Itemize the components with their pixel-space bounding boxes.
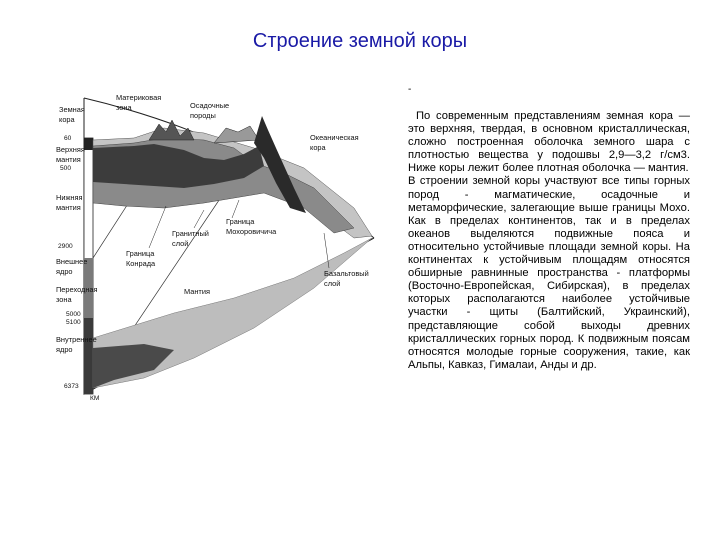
label-basalt-2: слой bbox=[324, 279, 340, 288]
label-conrad: Граница bbox=[126, 249, 155, 258]
label-continental-2: зона bbox=[116, 103, 132, 112]
deep-dark-wedge bbox=[93, 344, 174, 388]
label-basalt: Базальтовый bbox=[324, 269, 369, 278]
slide-title: Строение земной коры bbox=[252, 30, 468, 52]
depth-column-inner bbox=[84, 318, 93, 394]
leader-conrad bbox=[148, 205, 167, 249]
depth-5100: 5100 bbox=[66, 319, 81, 326]
leader-basalt bbox=[323, 232, 330, 269]
leader-granite bbox=[193, 209, 205, 229]
label-moho: Граница bbox=[226, 217, 255, 226]
sediment-mound bbox=[213, 125, 260, 144]
paragraph-2: В строении земной коры участвуют все тип… bbox=[408, 175, 690, 371]
leader-moho bbox=[231, 199, 240, 219]
mountain-peaks bbox=[148, 119, 195, 141]
depth-6373: 6373 bbox=[64, 383, 79, 390]
label-sediments: Осадочные bbox=[190, 101, 229, 110]
depth-unit: КМ bbox=[90, 395, 99, 402]
depth-500: 500 bbox=[60, 165, 71, 172]
label-outer-core-2: ядро bbox=[56, 267, 73, 276]
paragraph-1: По современным представлениям земная кор… bbox=[408, 110, 690, 175]
label-mantle: Мантия bbox=[184, 287, 210, 296]
label-inner-core: Внутреннее bbox=[56, 335, 97, 344]
label-transition: Переходная bbox=[56, 285, 98, 294]
label-lower-mantle: Нижняя bbox=[56, 193, 83, 202]
label-moho-2: Мохоровичича bbox=[226, 227, 277, 236]
volcanic-ridge bbox=[254, 116, 306, 213]
label-conrad-2: Конрада bbox=[126, 259, 156, 268]
label-outer-core: Внешнее bbox=[56, 257, 87, 266]
description-text: По современным представлениям земная кор… bbox=[408, 110, 690, 372]
label-upper-mantle-2: мантия bbox=[56, 155, 81, 164]
depth-5000: 5000 bbox=[66, 311, 81, 318]
label-granite-2: слой bbox=[172, 239, 188, 248]
dark-crust-layer bbox=[93, 144, 264, 188]
label-upper-mantle: Верхняя bbox=[56, 145, 85, 154]
depth-2900: 2900 bbox=[58, 243, 73, 250]
label-sediments-2: породы bbox=[190, 111, 216, 120]
label-upper-crust: Земная bbox=[59, 105, 85, 114]
label-transition-2: зона bbox=[56, 295, 72, 304]
label-upper-crust-2: кора bbox=[59, 115, 76, 124]
label-granite: Гранитный bbox=[172, 229, 209, 238]
label-oceanic: Океаническая bbox=[310, 133, 359, 142]
label-lower-mantle-2: мантия bbox=[56, 203, 81, 212]
depth-60: 60 bbox=[64, 135, 72, 142]
label-oceanic-2: кора bbox=[310, 143, 327, 152]
depth-column-crust bbox=[84, 138, 93, 150]
label-inner-core-2: ядро bbox=[56, 345, 73, 354]
earth-crust-diagram: Земная кора Верхняя мантия Нижняя мантия… bbox=[56, 93, 375, 402]
stray-dash: - bbox=[408, 84, 412, 95]
label-continental: Материковая bbox=[116, 93, 161, 102]
